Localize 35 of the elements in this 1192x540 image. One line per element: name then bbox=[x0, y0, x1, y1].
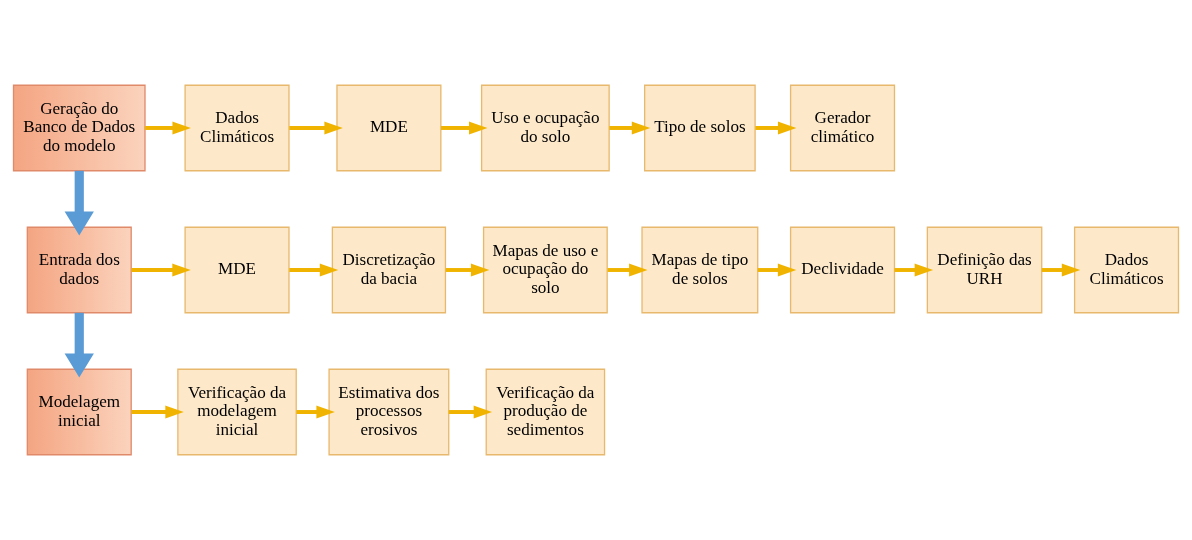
node-box: Modelagem inicial bbox=[26, 368, 132, 456]
node-box: Dados Climáticos bbox=[184, 84, 290, 172]
node-box: Tipo de solos bbox=[644, 84, 756, 172]
node-box: MDE bbox=[336, 84, 442, 172]
arrow bbox=[757, 263, 797, 277]
node-box: Uso e ocupação do solo bbox=[480, 84, 610, 172]
arrow bbox=[145, 121, 191, 135]
node-box: Estimativa dos processos erosivos bbox=[328, 368, 450, 456]
arrow bbox=[289, 121, 343, 135]
node-box: Verificação da produção de sedimentos bbox=[485, 368, 606, 456]
arrow bbox=[445, 263, 490, 277]
node-box: Gerador climático bbox=[789, 84, 896, 172]
arrow bbox=[607, 263, 648, 277]
arrow bbox=[448, 405, 493, 419]
arrow bbox=[1041, 263, 1081, 277]
node-box: Discretização da bacia bbox=[331, 226, 447, 314]
node-box: Entrada dos dados bbox=[26, 226, 132, 314]
arrow bbox=[755, 121, 797, 135]
node-box: Mapas de uso e ocupação do solo bbox=[482, 226, 608, 314]
arrow bbox=[441, 121, 488, 135]
arrow bbox=[894, 263, 934, 277]
arrow bbox=[131, 405, 184, 419]
node-box: Mapas de tipo de solos bbox=[641, 226, 759, 314]
arrow bbox=[131, 263, 191, 277]
arrow bbox=[64, 312, 94, 378]
node-box: MDE bbox=[184, 226, 290, 314]
node-box: Dados Climáticos bbox=[1073, 226, 1180, 314]
arrow bbox=[296, 405, 335, 419]
node-box: Verificação da modelagem inicial bbox=[177, 368, 297, 456]
arrow bbox=[64, 170, 94, 236]
arrow bbox=[609, 121, 651, 135]
node-box: Declividade bbox=[789, 226, 896, 314]
node-box: Geração do Banco de Dados do modelo bbox=[12, 84, 146, 172]
arrow bbox=[289, 263, 339, 277]
node-box: Definição das URH bbox=[926, 226, 1043, 314]
